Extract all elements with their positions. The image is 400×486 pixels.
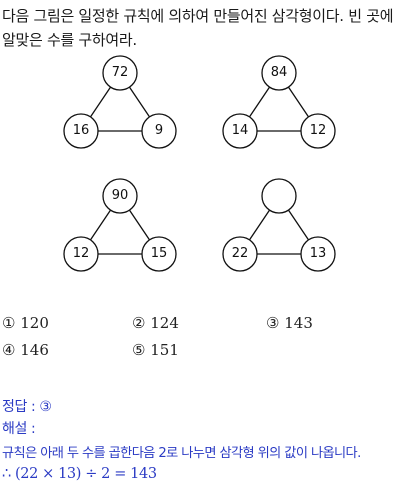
triangle-4-node-right — [300, 236, 336, 272]
triangle-2-right-value: 12 — [309, 123, 327, 138]
triangle-1-node-left — [63, 113, 99, 149]
triangle-2-node-top — [261, 55, 297, 91]
choice-1[interactable]: ① 120 — [2, 314, 49, 332]
choice-1-marker: ① — [2, 314, 16, 332]
triangle-4-right-value: 13 — [309, 246, 327, 261]
triangle-2-left-value: 14 — [231, 123, 249, 138]
triangle-4-top-value — [261, 186, 297, 206]
triangle-3-top-value: 90 — [111, 188, 129, 203]
explanation-formula: ∴ (22 × 13) ÷ 2 = 143 — [2, 466, 157, 482]
question-line-2: 알맞은 수를 구하여라. — [2, 31, 137, 49]
choice-4-marker: ④ — [2, 341, 16, 359]
explanation-label: 해설 : — [2, 421, 36, 437]
triangle-figure: 72 16 9 84 14 12 90 12 15 22 13 — [63, 55, 336, 272]
triangle-3-node-left — [63, 236, 99, 272]
triangle-3-right-value: 15 — [150, 246, 168, 261]
choice-5[interactable]: ⑤ 151 — [132, 341, 179, 359]
triangle-3-left-value: 12 — [72, 246, 90, 261]
choice-3[interactable]: ③ 143 — [266, 314, 313, 332]
triangle-4 — [222, 178, 336, 272]
choice-2-value: 124 — [150, 314, 179, 332]
triangle-diagram — [63, 55, 336, 272]
choice-4-value: 146 — [20, 341, 49, 359]
choice-1-value: 120 — [20, 314, 49, 332]
choice-5-value: 151 — [150, 341, 179, 359]
triangle-3 — [63, 178, 177, 272]
explanation-text: 규칙은 아래 두 수를 곱한다음 2로 나누면 삼각형 위의 값이 나옵니다. — [2, 446, 361, 461]
answer-label: 정답 : ③ — [2, 399, 52, 415]
triangle-1-top-value: 72 — [111, 65, 129, 80]
choice-4[interactable]: ④ 146 — [2, 341, 49, 359]
choice-3-marker: ③ — [266, 314, 280, 332]
triangle-4-node-left — [222, 236, 258, 272]
triangle-2-top-value: 84 — [270, 65, 288, 80]
choice-5-marker: ⑤ — [132, 341, 146, 359]
triangle-1-node-top — [102, 55, 138, 91]
triangle-3-node-top — [102, 178, 138, 214]
triangle-2 — [222, 55, 336, 149]
choice-2[interactable]: ② 124 — [132, 314, 179, 332]
choice-3-value: 143 — [284, 314, 313, 332]
triangle-1-left-value: 16 — [72, 123, 90, 138]
question-text: 다음 그림은 일정한 규칙에 의하여 만들어진 삼각형이다. 빈 곳에 알맞은 … — [2, 4, 398, 52]
choice-2-marker: ② — [132, 314, 146, 332]
question-line-1: 다음 그림은 일정한 규칙에 의하여 만들어진 삼각형이다. 빈 곳에 — [2, 7, 394, 25]
triangle-4-left-value: 22 — [231, 246, 249, 261]
triangle-1-node-right — [141, 113, 177, 149]
triangle-2-node-right — [300, 113, 336, 149]
triangle-4-node-top-blank — [261, 178, 297, 214]
triangle-2-node-left — [222, 113, 258, 149]
triangle-3-node-right — [141, 236, 177, 272]
triangle-1-right-value: 9 — [154, 123, 164, 138]
triangle-1 — [63, 55, 177, 149]
